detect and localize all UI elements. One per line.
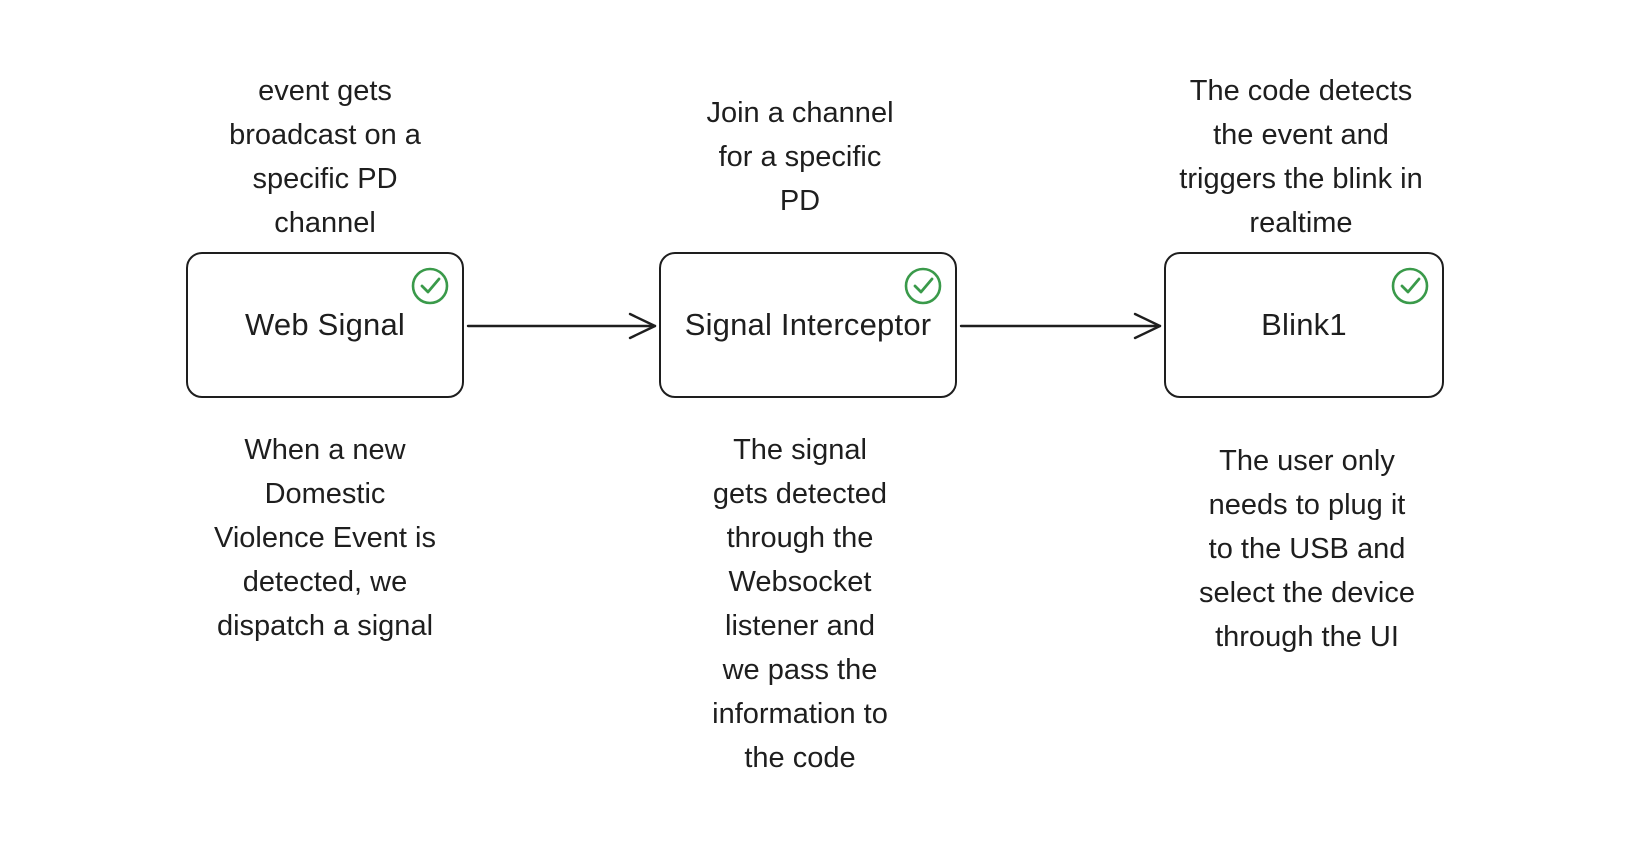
node-signal-interceptor[interactable]: Signal Interceptor [659, 252, 957, 398]
node-blink1[interactable]: Blink1 [1164, 252, 1444, 398]
node-label: Blink1 [1261, 307, 1347, 342]
note-blink1-bottom: The user only needs to plug it to the US… [1198, 445, 1415, 653]
note-signal-interceptor-top: Join a channel for a specific PD [706, 97, 894, 217]
note-web-signal-bottom: When a new Domestic Violence Event is de… [214, 434, 436, 642]
note-web-signal-top: event gets broadcast on a specific PD ch… [229, 75, 421, 239]
check-circle-icon [1391, 267, 1429, 305]
note-blink1-top: The code detects the event and triggers … [1179, 75, 1423, 239]
arrow-interceptor-to-blink [959, 312, 1162, 340]
check-circle-icon [411, 267, 449, 305]
arrow-web-to-interceptor [466, 312, 657, 340]
check-circle-icon [904, 267, 942, 305]
node-label: Web Signal [245, 307, 405, 342]
note-signal-interceptor-bottom: The signal gets detected through the Web… [712, 434, 888, 774]
node-label: Signal Interceptor [684, 307, 932, 342]
node-web-signal[interactable]: Web Signal [186, 252, 464, 398]
